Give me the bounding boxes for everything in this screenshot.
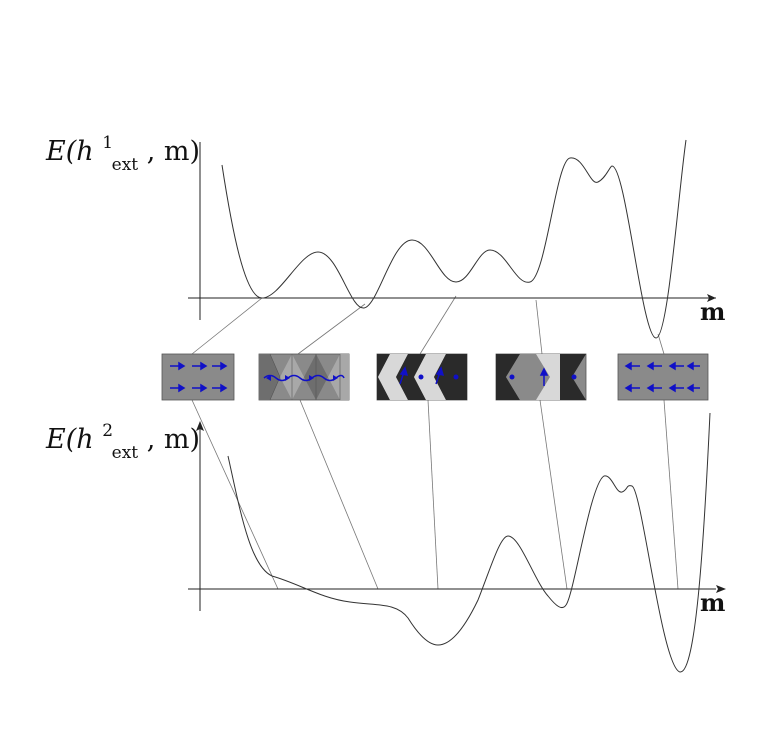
tile-zigzag-fine xyxy=(258,353,350,401)
top-label-base: E(h xyxy=(45,136,94,167)
connector-bot-1 xyxy=(191,399,279,590)
top-label-sub: ext xyxy=(112,155,139,175)
connector-bot-5 xyxy=(663,399,679,590)
tile-zigzag-domains xyxy=(376,353,468,401)
connector-top-1 xyxy=(191,297,263,355)
bottom-plot-label: E(h 2 ext , m) xyxy=(45,412,200,465)
bottom-energy-plot: E(h 2 ext , m) m xyxy=(45,412,726,673)
magnetization-tiles xyxy=(161,353,709,401)
bottom-label-sup: 2 xyxy=(102,421,113,441)
connector-bot-4 xyxy=(539,399,568,590)
top-axis-label: m xyxy=(700,297,725,326)
bottom-y-axis-arrowhead xyxy=(196,421,204,431)
bottom-label-tail: , m) xyxy=(147,424,200,455)
bottom-x-axis-arrowhead xyxy=(716,585,726,593)
top-x-axis-arrowhead xyxy=(707,294,716,302)
top-label-sup: 1 xyxy=(102,133,113,153)
top-energy-plot: E(h 1 ext , m) m xyxy=(45,124,725,339)
connector-bot-2 xyxy=(299,399,379,590)
tile-uniform-right xyxy=(161,353,235,401)
connector-top-3 xyxy=(419,295,457,355)
top-label-tail: , m) xyxy=(147,136,200,167)
connector-top-5 xyxy=(657,333,665,355)
connector-lines xyxy=(191,295,679,590)
top-plot-label: E(h 1 ext , m) xyxy=(45,124,200,177)
bottom-axis-label: m xyxy=(700,588,725,617)
top-energy-curve xyxy=(221,139,687,339)
tile-zigzag-wide xyxy=(495,353,587,401)
bottom-energy-curve xyxy=(227,412,711,673)
connector-top-2 xyxy=(297,303,366,355)
connector-top-4 xyxy=(535,299,543,355)
bottom-label-base: E(h xyxy=(45,424,94,455)
tile-uniform-left xyxy=(617,353,709,401)
bottom-label-sub: ext xyxy=(112,443,139,463)
connector-bot-3 xyxy=(427,399,439,590)
